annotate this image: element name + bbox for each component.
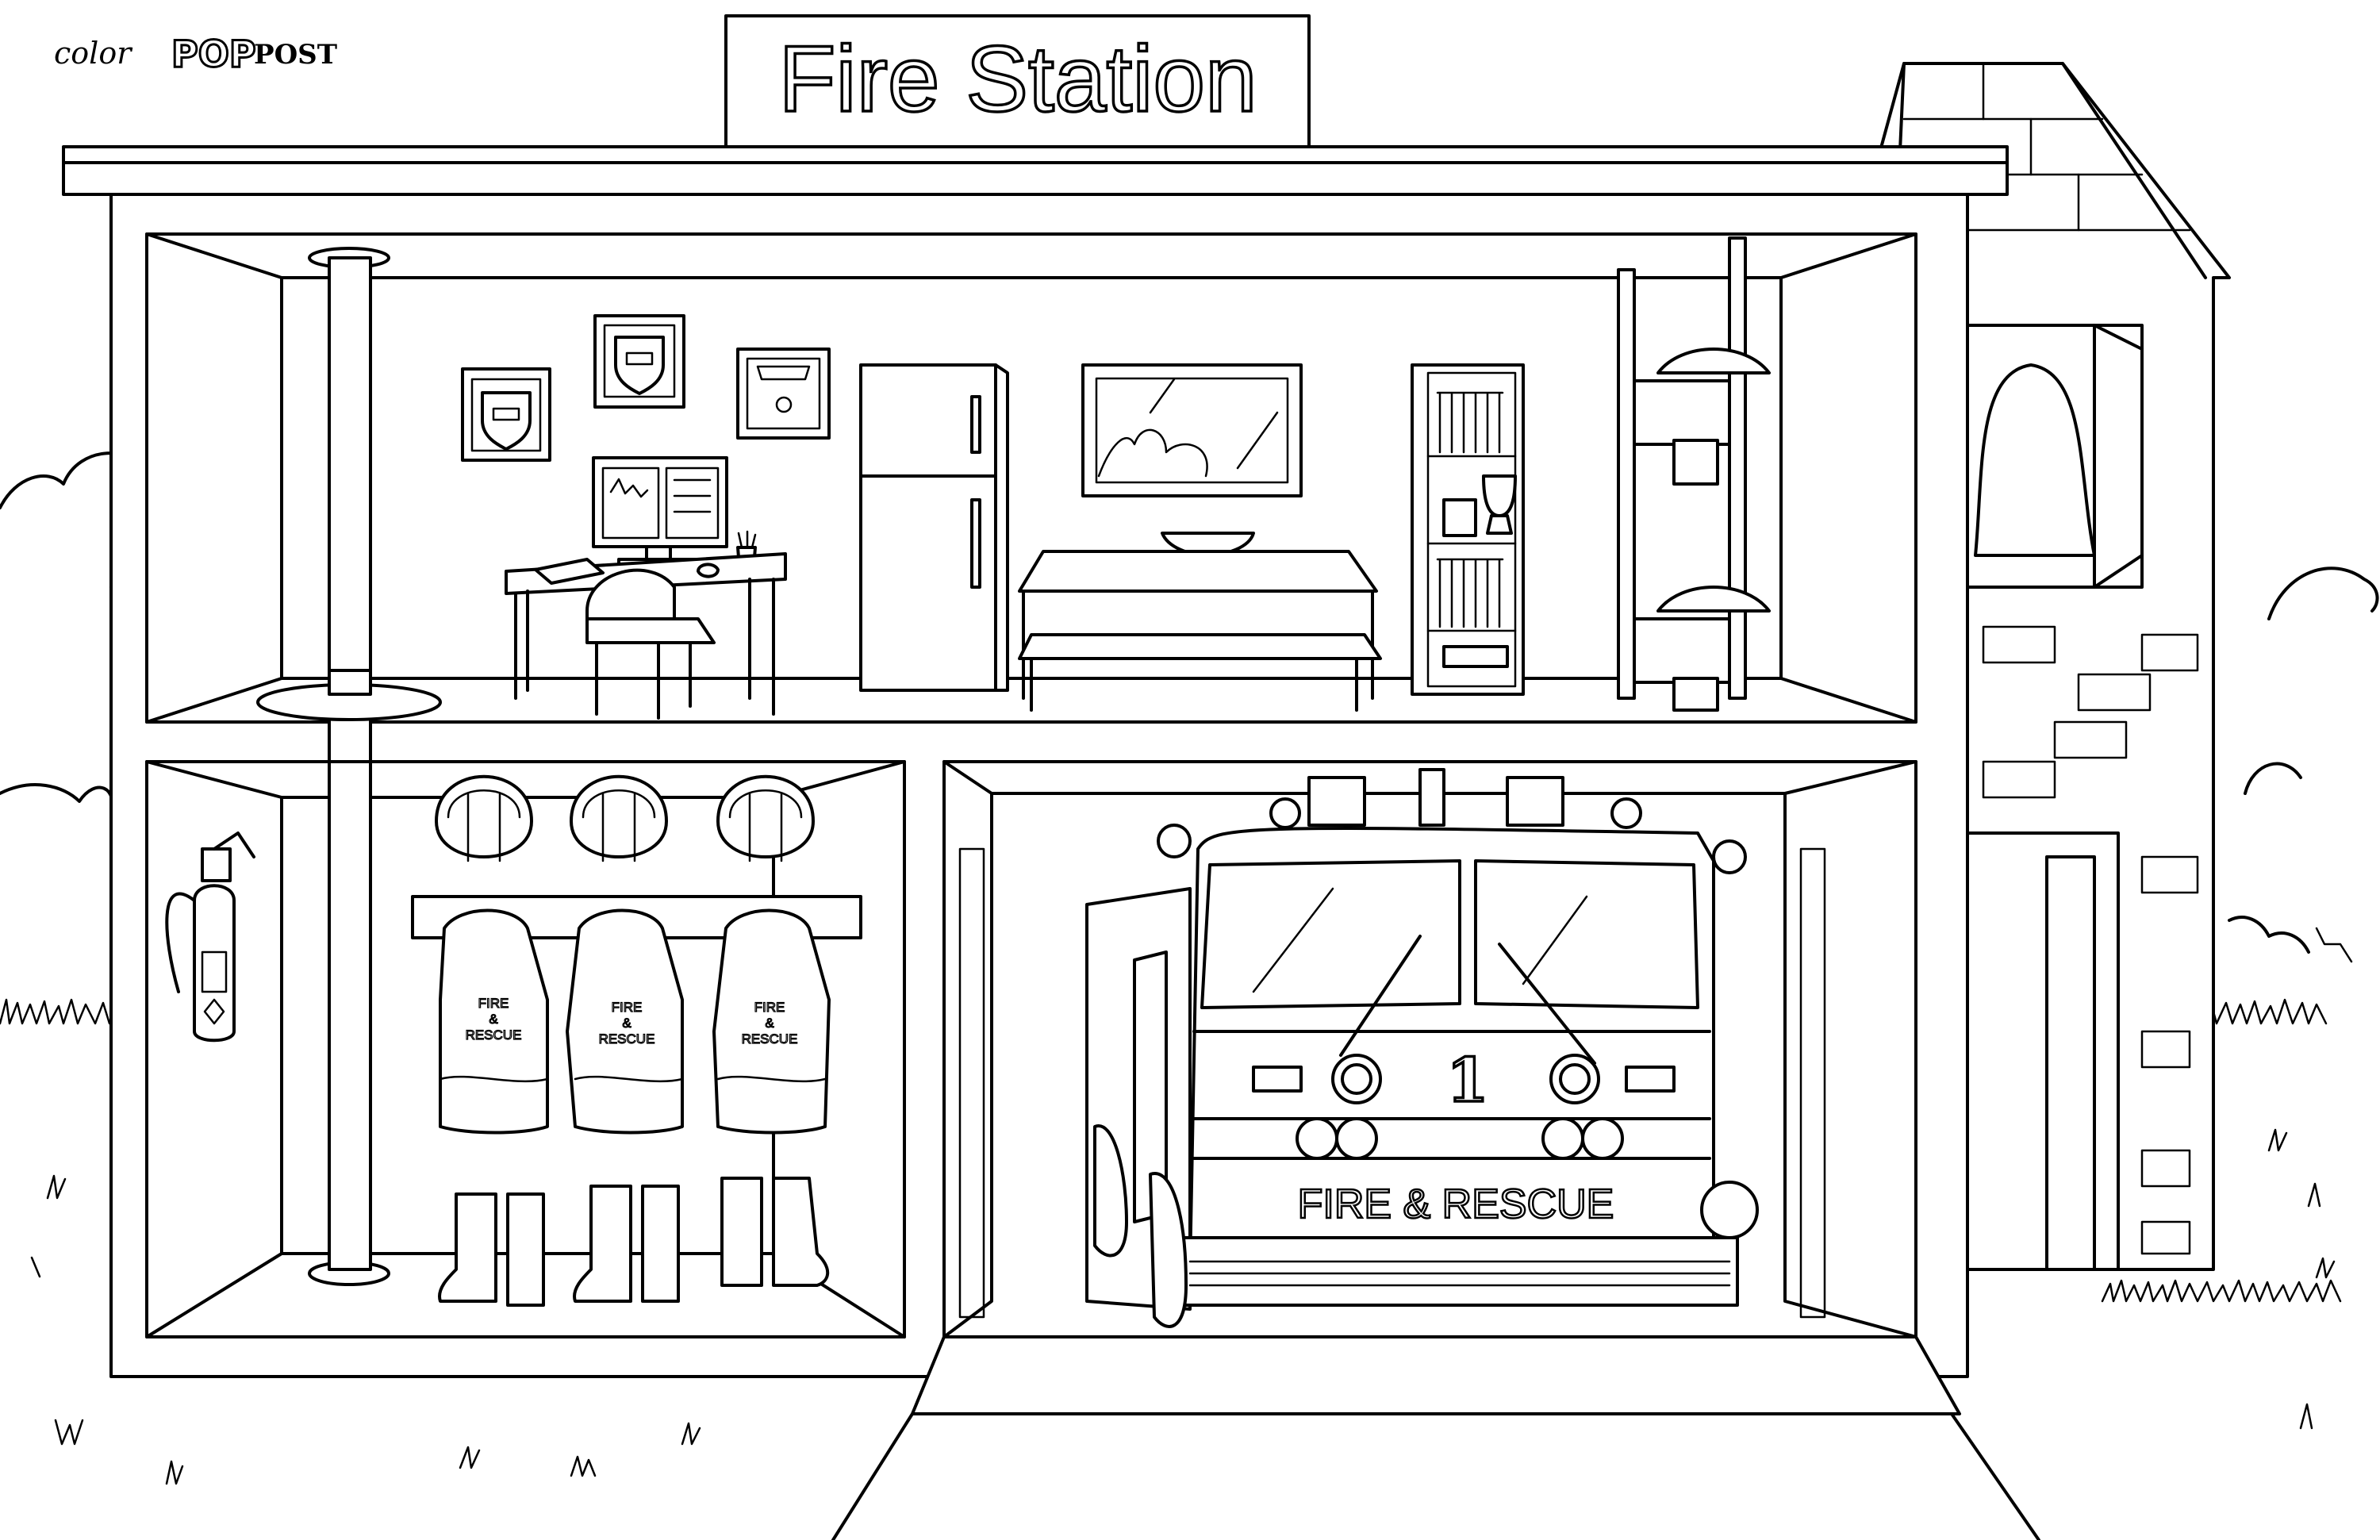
coat-line1: FIRE xyxy=(754,1000,785,1015)
shield-icon xyxy=(481,391,532,451)
coat-line1: FIRE xyxy=(612,1000,643,1015)
coat-line2: & xyxy=(622,1016,631,1031)
computer-monitor xyxy=(592,456,728,548)
brand-logo-part-pop: POP xyxy=(171,33,256,75)
coat-line2: & xyxy=(765,1016,774,1031)
coat-line2: & xyxy=(489,1012,498,1027)
refrigerator xyxy=(859,363,1009,692)
fire-extinguisher xyxy=(165,831,255,1043)
station-sign-title: Fire Station xyxy=(778,27,1257,132)
station-sign xyxy=(724,14,1311,148)
fire-truck: 1 FIRE & RESCUE xyxy=(1085,768,1759,1328)
boot-icon xyxy=(506,1192,545,1307)
windshield xyxy=(1200,859,1461,1009)
pillow xyxy=(1656,586,1771,613)
helmet-icon xyxy=(716,774,815,858)
brand-logo-part-post: POST xyxy=(254,39,337,71)
helmets xyxy=(435,774,815,862)
truck-label: FIRE & RESCUE xyxy=(1298,1181,1614,1227)
truck-number: 1 xyxy=(1447,1045,1489,1116)
coat-line1: FIRE xyxy=(478,996,509,1011)
boot-icon xyxy=(720,1177,763,1287)
certificate-frame xyxy=(736,348,831,440)
office-chair xyxy=(585,568,716,720)
coat-line3: RESCUE xyxy=(466,1027,522,1043)
tower-bricks xyxy=(1982,625,2199,1255)
grass-edge xyxy=(2101,1279,2342,1303)
desk-papers xyxy=(534,558,605,585)
trophy-icon xyxy=(1482,474,1517,535)
driveway xyxy=(831,1412,2040,1540)
shield-icon xyxy=(614,336,665,395)
boots xyxy=(438,1177,830,1307)
coat-line3: RESCUE xyxy=(742,1031,798,1047)
boot-icon xyxy=(438,1192,497,1303)
window xyxy=(1081,363,1303,497)
books xyxy=(1436,391,1504,628)
coats: FIRE & RESCUE FIRE & RESCUE FIRE & RESCU… xyxy=(439,908,831,1135)
boot-icon xyxy=(772,1177,830,1287)
brand-logo-part-color: color xyxy=(54,36,133,71)
helmet-icon xyxy=(570,774,668,858)
boot-icon xyxy=(641,1185,680,1303)
garage-apron xyxy=(911,1335,1961,1415)
truck-bumper xyxy=(1180,1236,1739,1307)
wall-frames xyxy=(461,314,831,462)
coat-line3: RESCUE xyxy=(599,1031,655,1047)
windshield xyxy=(1474,859,1699,1009)
brand-logo: color POP POST xyxy=(54,32,337,77)
computer-mouse xyxy=(697,563,720,578)
roof xyxy=(62,145,2009,196)
bookshelf xyxy=(1411,363,1525,696)
bunk-bed xyxy=(1617,236,1771,712)
helmet-icon xyxy=(435,774,533,858)
dining-table xyxy=(1018,532,1382,712)
boot-icon xyxy=(573,1185,632,1303)
fire-pole xyxy=(256,247,442,1286)
pillow xyxy=(1656,348,1771,374)
bell-icon xyxy=(1974,363,2096,557)
